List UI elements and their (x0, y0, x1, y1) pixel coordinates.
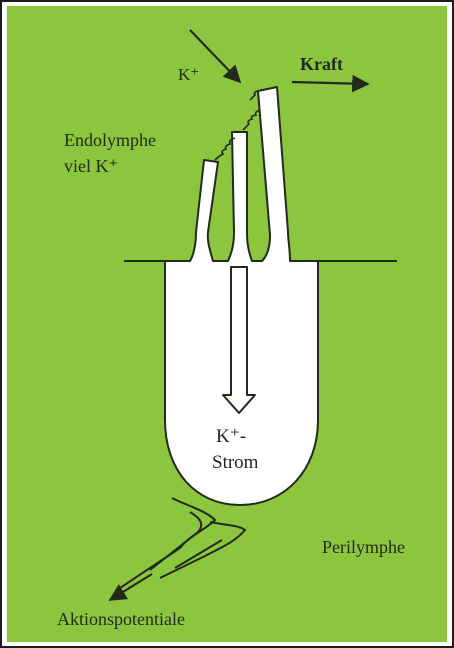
perilymph-label: Perilymphe (322, 537, 405, 557)
current-label-line2: Strom (212, 452, 259, 473)
current-label-line1: K⁺- (216, 426, 246, 447)
force-label: Kraft (300, 54, 343, 74)
k-ion-label: K⁺ (178, 65, 199, 84)
endolymph-k-label: viel K⁺ (64, 156, 118, 176)
action-potential-label: Aktionspotentiale (57, 609, 185, 629)
endolymph-label: Endolymphe (64, 130, 156, 150)
